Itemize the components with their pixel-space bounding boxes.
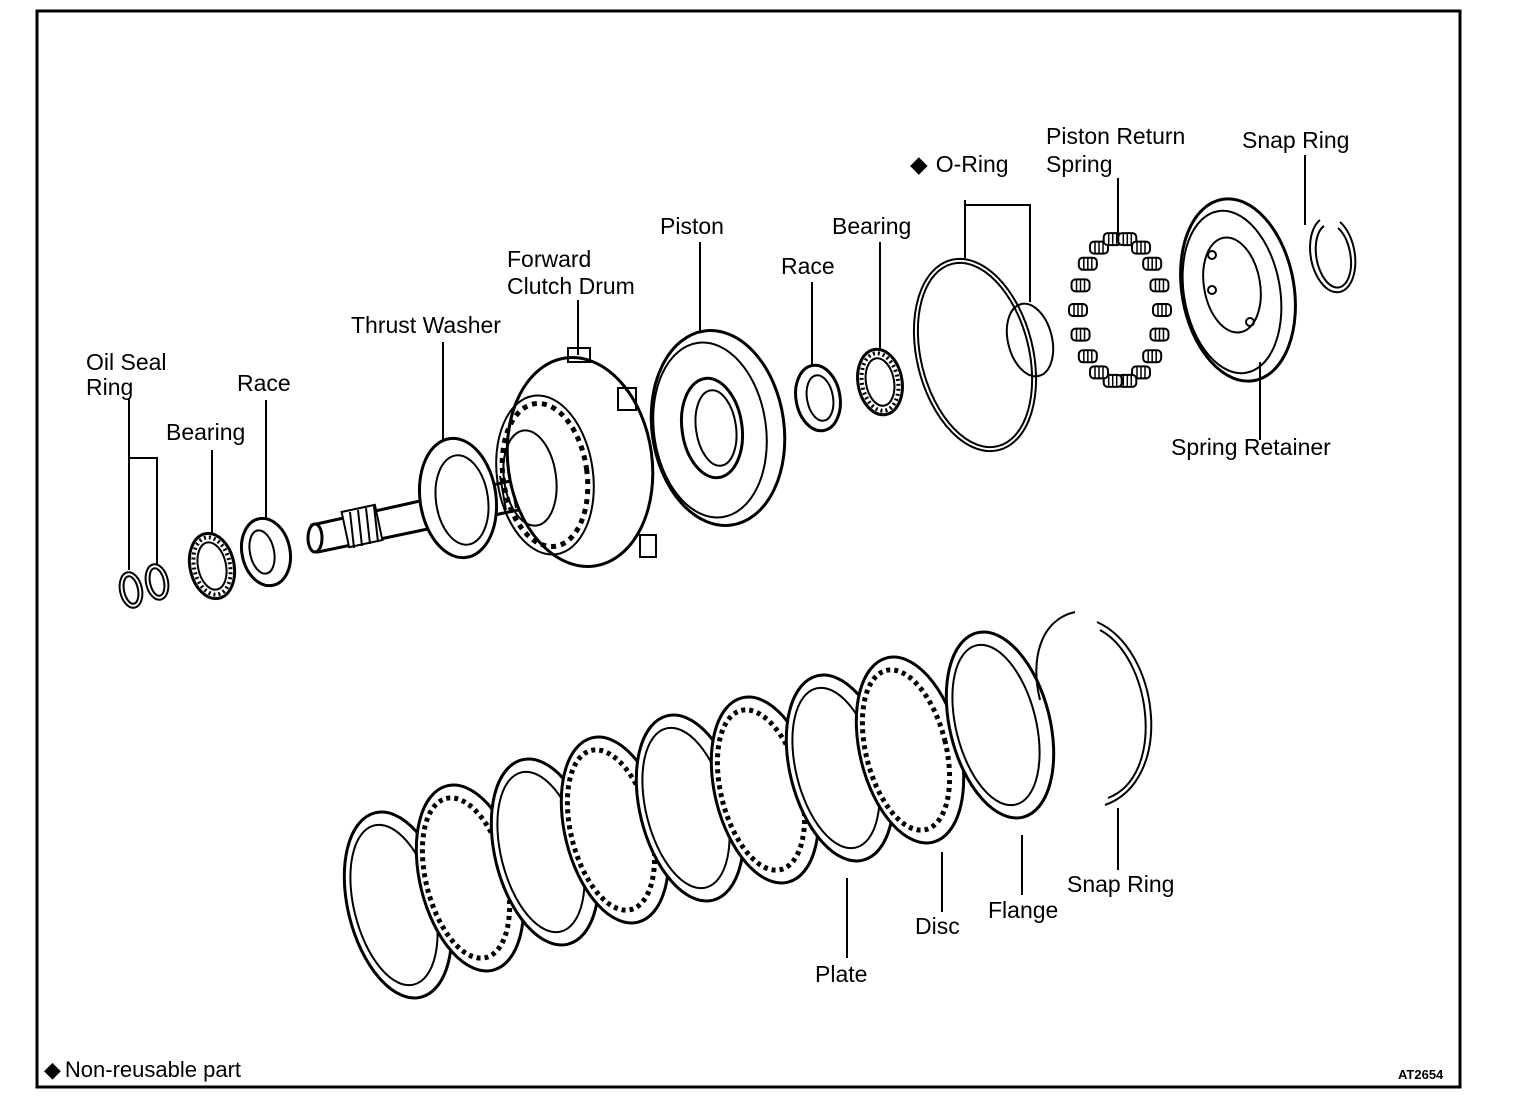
label-race-left: Race — [237, 370, 291, 396]
clutch-ring-inner-edge — [951, 643, 1041, 807]
piston-return-spring-part — [1068, 232, 1172, 388]
label-o-ring: ◆O-Ring — [910, 151, 1009, 177]
label-piston: Piston — [660, 213, 724, 239]
return-spring-coil-lines — [1136, 366, 1146, 379]
label-piston-return-spring-line2: Spring — [1046, 151, 1112, 177]
return-spring-coil-lines — [1157, 304, 1167, 316]
label-oil-seal-ring-line1: Oil Seal — [86, 349, 167, 375]
return-spring-coil-lines — [1147, 257, 1157, 270]
leader-lines — [128, 155, 1306, 958]
label-thrust-washer: Thrust Washer — [351, 312, 501, 338]
legend: ◆Non-reusable part — [44, 1057, 241, 1082]
diagram-frame — [35, 9, 1462, 1089]
legend-diamond-icon: ◆ — [44, 1057, 61, 1082]
return-spring-coil-lines — [1094, 241, 1104, 254]
snap-ring-bottom-part — [1035, 611, 1153, 806]
label-flange: Flange — [988, 897, 1058, 923]
return-spring-coil-lines — [1122, 233, 1133, 246]
oil-seal-ring-part — [118, 563, 170, 609]
snap-ring-top-part — [1309, 219, 1357, 294]
bearing-right-part — [856, 347, 904, 417]
figure-code: AT2654 — [1398, 1067, 1444, 1082]
race-right-part — [794, 363, 842, 433]
forward-clutch-drum-part — [495, 347, 657, 568]
piston-part — [649, 329, 787, 527]
return-spring-coil-lines — [1094, 366, 1104, 379]
label-piston-return-spring-line1: Piston Return — [1046, 123, 1185, 149]
return-spring-coil-lines — [1154, 279, 1165, 292]
label-bearing-right: Bearing — [832, 213, 911, 239]
return-spring-coil-lines — [1075, 279, 1086, 292]
non-reusable-diamond-icon: ◆ — [910, 151, 928, 177]
return-spring-coil-lines — [1154, 328, 1165, 341]
return-spring-coil-lines — [1075, 328, 1086, 341]
return-spring-coil-lines — [1107, 374, 1118, 387]
thrust-washer-part — [417, 436, 499, 560]
label-race-right: Race — [781, 253, 835, 279]
label-disc: Disc — [915, 913, 960, 939]
label-bearing-left: Bearing — [166, 419, 245, 445]
labels: Oil Seal Ring Bearing Race Thrust Washer… — [86, 123, 1349, 987]
o-ring-part — [912, 257, 1055, 453]
label-forward-clutch-drum-line2: Clutch Drum — [507, 273, 635, 299]
label-spring-retainer: Spring Retainer — [1171, 434, 1331, 460]
label-plate: Plate — [815, 961, 867, 987]
return-spring-coil-lines — [1073, 304, 1083, 316]
return-spring-coil-lines — [1083, 257, 1093, 270]
clutch-pack — [342, 630, 1056, 1000]
return-spring-coil-lines — [1083, 350, 1093, 363]
return-spring-coil-lines — [1107, 233, 1118, 246]
return-spring-coil-lines — [1136, 241, 1146, 254]
label-oil-seal-ring-line2: Ring — [86, 374, 133, 400]
return-spring-coil-lines — [1122, 374, 1133, 387]
clutch-flange — [944, 630, 1056, 820]
label-forward-clutch-drum-line1: Forward — [507, 246, 591, 272]
clutch-ring-inner-edge — [859, 667, 953, 833]
bearing-left-part — [187, 531, 237, 601]
legend-text: ◆Non-reusable part — [44, 1057, 241, 1082]
return-spring-coil-lines — [1147, 350, 1157, 363]
label-snap-ring-bottom: Snap Ring — [1067, 871, 1174, 897]
label-snap-ring-top: Snap Ring — [1242, 127, 1349, 153]
spring-retainer-part — [1179, 197, 1297, 383]
race-left-part — [239, 516, 293, 588]
